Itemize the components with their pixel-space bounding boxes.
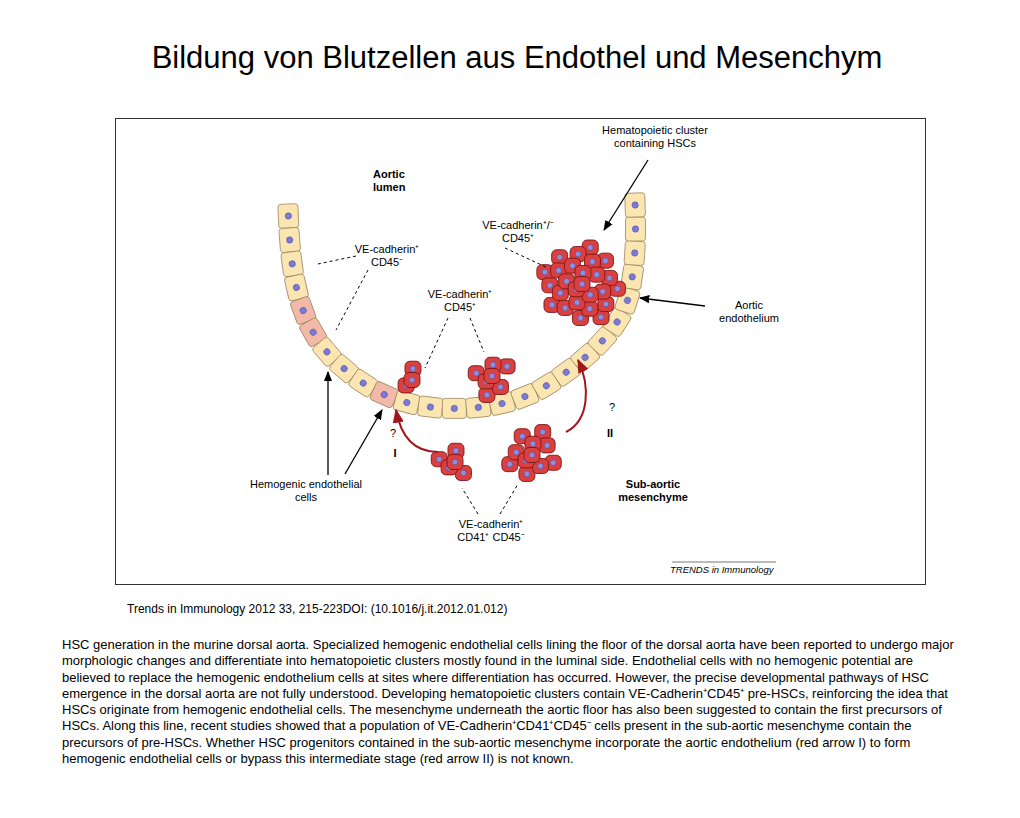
blood-cell <box>524 448 540 463</box>
rule-line <box>672 562 776 563</box>
region-label: Aortic lumen <box>373 168 437 193</box>
citation: Trends in Immunology 2012 33, 215-223DOI… <box>127 603 927 617</box>
hematopoietic-cluster <box>431 443 471 480</box>
red-arrows <box>396 360 586 452</box>
callout-label: Hemogenic endothelial cells <box>246 478 366 503</box>
question-mark: ? <box>605 401 619 414</box>
aortic-wall <box>278 193 646 419</box>
endothelial-cell <box>281 251 304 277</box>
endothelial-cell <box>624 240 645 265</box>
blood-cell <box>447 455 463 470</box>
endothelial-cell <box>442 398 466 418</box>
endothelial-cell <box>278 204 299 229</box>
hematopoietic-cluster <box>537 240 626 325</box>
hematopoietic-cluster <box>398 361 421 393</box>
hematopoietic-cluster <box>502 425 561 482</box>
endothelial-cell <box>614 286 640 315</box>
blood-cell <box>539 438 555 453</box>
hematopoietic-cluster <box>468 357 515 402</box>
marker-label: VE-cadherin⁺ CD45⁺ <box>418 288 502 313</box>
arrow-number: I <box>388 447 402 460</box>
blood-cell <box>499 359 515 374</box>
figure-caption: HSC generation in the murine dorsal aort… <box>62 637 962 767</box>
endothelial-cell <box>279 227 301 252</box>
cell-clusters <box>398 240 625 481</box>
leader-lines <box>318 248 548 514</box>
panel-frame <box>116 119 926 585</box>
marker-label: VE-cadherin⁺/⁻ CD45⁺ <box>476 219 560 244</box>
blood-cell <box>484 369 500 384</box>
blood-cell <box>574 277 590 292</box>
callout-label: Hematopoietic cluster containing HSCs <box>582 124 728 149</box>
page-title: Bildung von Blutzellen aus Endothel und … <box>60 40 974 76</box>
endothelial-cell <box>625 193 646 218</box>
endothelial-cell <box>417 396 443 419</box>
blood-cell <box>404 373 420 388</box>
arrow-number: II <box>600 427 620 440</box>
marker-label: VE-cadherin⁺ CD45⁻ <box>344 243 430 268</box>
endothelial-cell <box>625 217 645 241</box>
pointer-arrows <box>328 160 705 475</box>
journal-mark: TRENDS in Immunology <box>670 565 790 576</box>
region-label: Sub-aortic mesenchyme <box>606 478 700 503</box>
marker-label: VE-cadherin⁺ CD41⁺ CD45⁻ <box>448 518 534 543</box>
callout-label: Aortic endothelium <box>706 299 792 324</box>
question-mark: ? <box>386 427 400 440</box>
